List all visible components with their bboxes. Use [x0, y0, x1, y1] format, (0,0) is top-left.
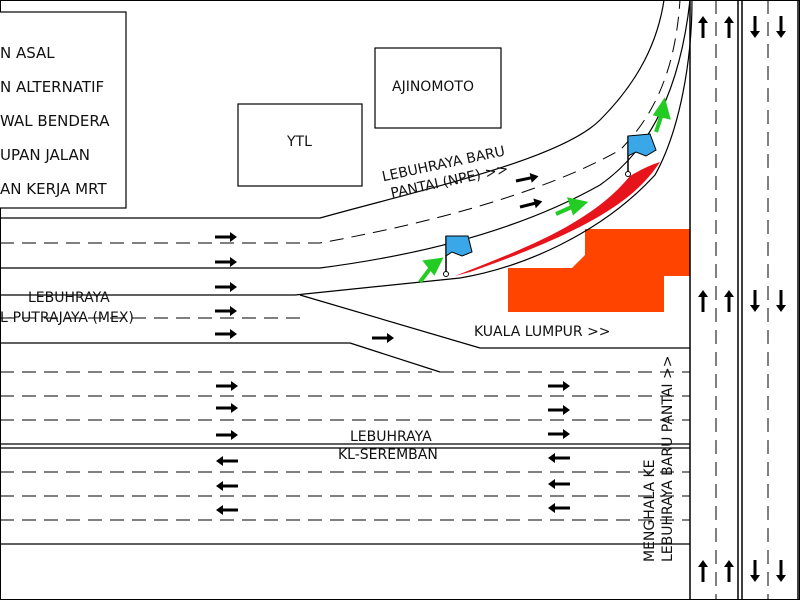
legend-item: UPAN JALAN	[0, 146, 90, 164]
legend-item: N ASAL	[0, 44, 55, 62]
legend: N ASAL N ALTERNATIF WAL BENDERA UPAN JAL…	[0, 11, 127, 209]
traffic-arrow-down	[750, 16, 760, 38]
kl-seremban-label-line2: KL-SEREMBAN	[338, 447, 438, 463]
legend-item: WAL BENDERA	[0, 112, 110, 130]
traffic-arrow-right	[215, 306, 237, 316]
vertical-highway	[689, 0, 799, 600]
traffic-arrow-right	[216, 403, 238, 413]
traffic-arrow-down	[776, 16, 786, 38]
traffic-arrow-left	[548, 453, 570, 463]
building-ytl-label: YTL	[286, 134, 312, 150]
road-closure	[455, 162, 660, 276]
traffic-arrow-left	[216, 456, 238, 466]
traffic-arrow-up	[698, 560, 708, 582]
flag-icon	[625, 133, 657, 177]
traffic-arrow-ramp	[519, 198, 543, 209]
legend-item: AN KERJA MRT	[0, 180, 107, 198]
mrt-work-zone	[508, 229, 690, 312]
mex-road	[0, 294, 690, 373]
traffic-arrow-right	[548, 429, 570, 439]
traffic-arrow-down	[776, 290, 786, 312]
flag-icon	[443, 235, 473, 277]
traffic-arrow-down	[750, 560, 760, 582]
building-ytl	[237, 103, 363, 187]
legend-item: N ALTERNATIF	[0, 78, 104, 96]
traffic-arrow-left	[548, 479, 570, 489]
detour-arrows	[418, 97, 671, 284]
traffic-arrow-up	[724, 560, 734, 582]
legend-box	[0, 11, 127, 209]
traffic-arrow-ramp	[515, 172, 539, 183]
kl-seremban-road	[0, 371, 690, 545]
traffic-arrow-up	[698, 290, 708, 312]
traffic-arrow-right	[216, 430, 238, 440]
traffic-arrow-left	[216, 481, 238, 491]
mex-label-line2: L-PUTRAJAYA (MEX)	[0, 310, 134, 326]
building-ajinomoto	[374, 47, 502, 129]
traffic-arrow-up	[724, 16, 734, 38]
traffic-arrow-right	[372, 333, 394, 343]
vertical-label-line2: LEBUHRAYA BARU PANTAI >>	[660, 356, 676, 562]
traffic-arrow-right	[216, 381, 238, 391]
building-ajinomoto-label: AJINOMOTO	[392, 79, 474, 95]
traffic-arrow-down	[750, 290, 760, 312]
traffic-arrow-right	[215, 329, 237, 339]
traffic-arrow-up	[724, 290, 734, 312]
traffic-arrow-right	[548, 405, 570, 415]
traffic-arrow-right	[215, 232, 237, 242]
traffic-arrow-right	[548, 381, 570, 391]
traffic-arrow-right	[215, 257, 237, 267]
mex-label-line1: LEBUHRAYA	[28, 290, 110, 306]
traffic-arrow-right	[215, 282, 237, 292]
traffic-arrows	[215, 16, 786, 582]
npe-road	[0, 0, 693, 296]
vertical-label-line1: MENGHALA KE	[642, 459, 658, 562]
traffic-arrow-up	[698, 16, 708, 38]
traffic-arrow-down	[776, 560, 786, 582]
kuala-lumpur-label: KUALA LUMPUR >>	[474, 324, 611, 340]
kl-seremban-label-line1: LEBUHRAYA	[350, 429, 432, 445]
traffic-arrow-left	[216, 505, 238, 515]
traffic-arrow-left	[548, 503, 570, 513]
